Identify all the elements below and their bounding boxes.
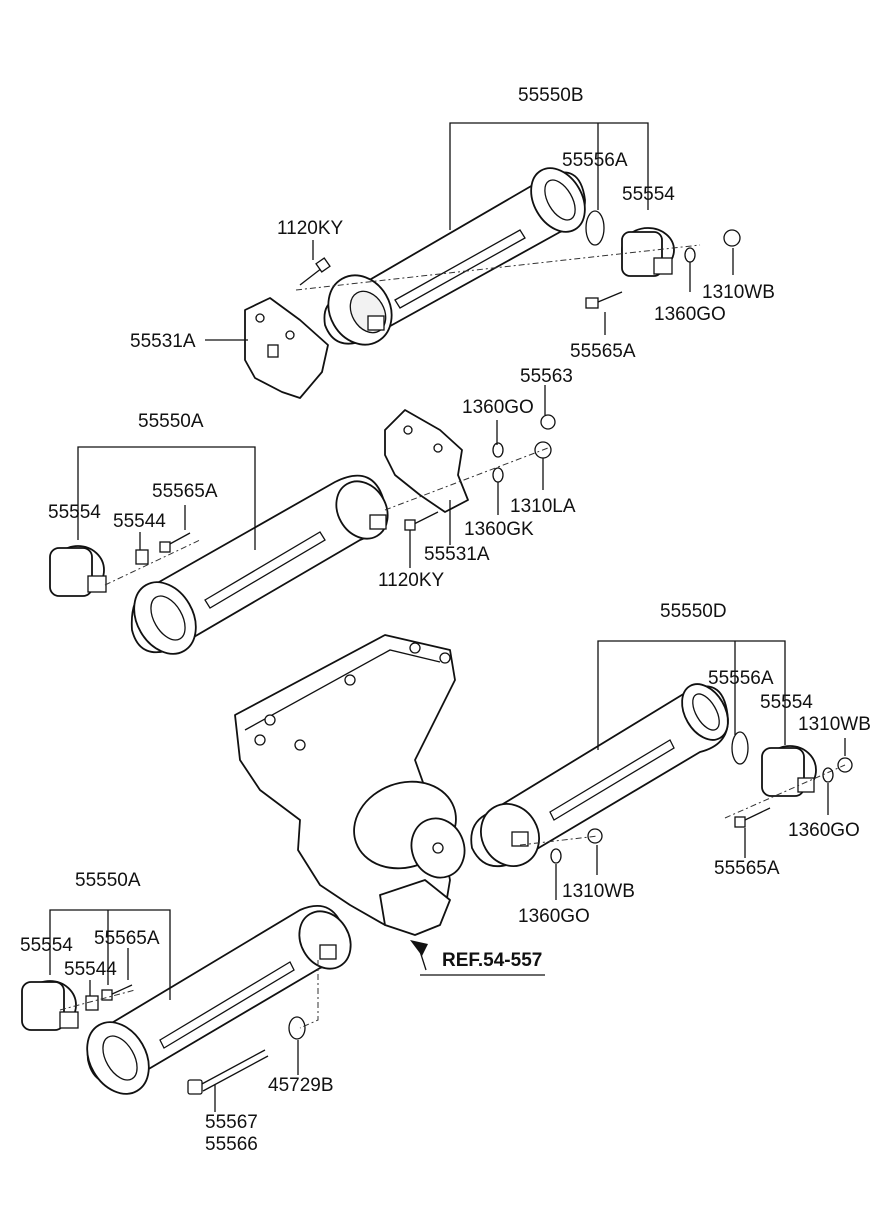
washer-mid-1360go [492, 442, 504, 458]
label-right-bolt: 55565A [714, 858, 780, 879]
label-bottom-long-bolt-a: 55567 [205, 1112, 258, 1133]
label-top-snap-ring: 55556A [562, 150, 628, 171]
label-top-bushing: 55554 [622, 184, 675, 205]
washer-right-1360go [822, 767, 834, 783]
label-right-bushing: 55554 [760, 692, 813, 713]
label-center-washer: 1360GO [518, 906, 590, 927]
label-bottom-clip: 55544 [64, 959, 117, 980]
label-right-nut: 1310WB [798, 714, 871, 735]
crossmember [234, 634, 466, 936]
bracket-top-55531a [244, 297, 329, 399]
label-mid-assembly: 55550A [138, 411, 204, 432]
assembly-axis-lines [59, 244, 846, 1029]
part-labels: 55550B 55556A 55554 1120KY 55531A 1310WB… [20, 85, 871, 1155]
leader-lines [49, 122, 846, 1112]
washer-top-1360go [684, 247, 696, 263]
washer-mid-1360gk [492, 467, 504, 483]
nut-top-1310wb [723, 229, 741, 247]
label-right-snap-ring: 55556A [708, 668, 774, 689]
label-bottom-assembly: 55550A [75, 870, 141, 891]
label-mid-bracket: 55531A [424, 544, 490, 565]
label-reference: REF.54-557 [442, 950, 542, 971]
label-mid-clip: 55544 [113, 511, 166, 532]
label-right-assembly: 55550D [660, 601, 727, 622]
bolt-mid-55565a [159, 532, 191, 553]
bushing-bottom [21, 980, 79, 1031]
label-bottom-washer: 45729B [268, 1075, 334, 1096]
upper-arm-55550b [323, 167, 586, 346]
label-mid-washer-a: 1360GO [462, 397, 534, 418]
label-bottom-bushing: 55554 [20, 935, 73, 956]
label-mid-bolt: 55565A [152, 481, 218, 502]
snap-ring-top [585, 210, 605, 246]
bolt-bottom-55565a [101, 984, 133, 1001]
label-top-nut: 1310WB [702, 282, 775, 303]
long-bolt-bottom [187, 1049, 269, 1095]
clip-mid-55544 [135, 549, 149, 565]
bolt-right-55565a [734, 807, 771, 828]
snap-ring-right [731, 731, 749, 765]
bolt-top-55565a [585, 291, 623, 309]
label-mid-washer-b: 1360GK [464, 519, 534, 540]
bushing-mid [49, 545, 107, 597]
middle-arm-55550a [130, 474, 389, 655]
bracket-mid-55531a [384, 409, 469, 513]
bushing-right [761, 745, 817, 797]
washer-center-1360go [550, 848, 562, 864]
label-top-washer: 1360GO [654, 304, 726, 325]
label-bottom-long-bolt-b: 55566 [205, 1134, 258, 1155]
label-right-washer: 1360GO [788, 820, 860, 841]
label-top-assembly: 55550B [518, 85, 584, 106]
label-bottom-bolt: 55565A [94, 928, 160, 949]
label-top-bracket: 55531A [130, 331, 196, 352]
label-mid-nut-b: 1310LA [510, 496, 576, 517]
right-arm-55550d [470, 683, 729, 868]
bushing-top [621, 227, 675, 277]
label-center-nut: 1310WB [562, 881, 635, 902]
washer-bottom-45729b [288, 1016, 306, 1040]
nut-mid-55563 [540, 414, 556, 430]
label-top-bolt2: 55565A [570, 341, 636, 362]
label-top-bolt: 1120KY [277, 218, 344, 239]
label-mid-bushing: 55554 [48, 502, 101, 523]
clip-bottom-55544 [85, 995, 99, 1011]
label-mid-nut-a: 55563 [520, 366, 573, 387]
bolt-top-1120ky [299, 257, 331, 286]
label-mid-bolt2: 1120KY [378, 570, 445, 591]
bolt-mid-1120ky [404, 511, 439, 531]
lower-arm-55550a [86, 905, 352, 1095]
